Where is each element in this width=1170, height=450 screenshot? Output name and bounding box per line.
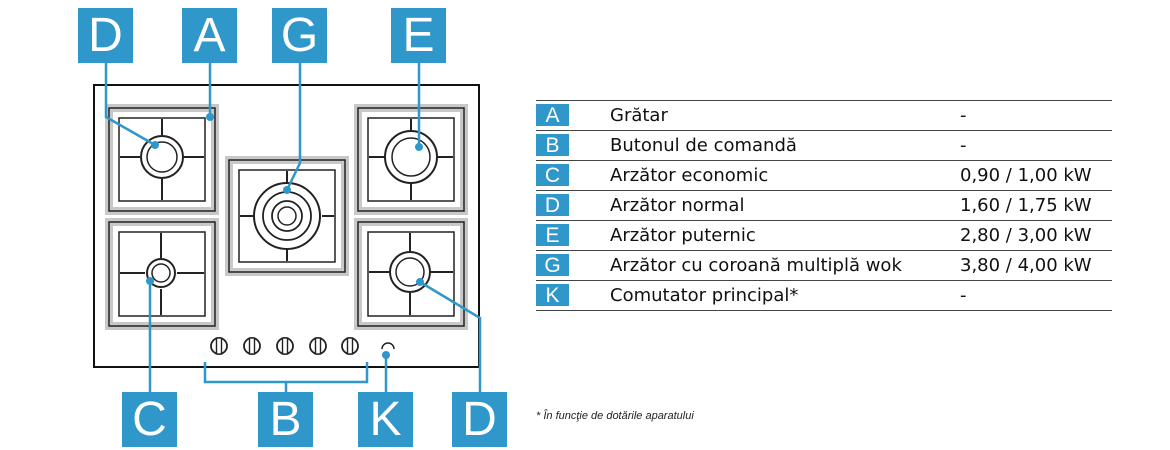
control-knobs <box>210 337 359 355</box>
legend-description: Butonul de comandă <box>610 135 797 156</box>
leader-dots <box>146 113 424 359</box>
legend-row: K Comutator principal* - <box>536 280 1112 311</box>
legend-row: D Arzător normal 1,60 / 1,75 kW <box>536 190 1112 221</box>
legend-description: Comutator principal* <box>610 285 799 306</box>
knob-icon <box>309 337 327 355</box>
legend-description: Arzător cu coroană multiplă wok <box>610 255 902 276</box>
grate-top-left <box>105 104 219 215</box>
label-bottom-b: B <box>258 392 313 447</box>
legend-code: D <box>536 194 569 217</box>
grate-bottom-right <box>354 218 468 330</box>
label-top-g: G <box>272 8 327 63</box>
legend-row: C Arzător economic 0,90 / 1,00 kW <box>536 160 1112 191</box>
legend-description: Arzător puternic <box>610 225 756 246</box>
legend-value: 1,60 / 1,75 kW <box>960 195 1092 216</box>
label-bottom-c: C <box>122 392 177 447</box>
knob-icon <box>243 337 261 355</box>
legend-value: - <box>960 105 967 126</box>
main-switch-icon <box>381 342 395 350</box>
legend-value: - <box>960 285 967 306</box>
legend-row: B Butonul de comandă - <box>536 130 1112 161</box>
label-bottom-k: K <box>358 392 413 447</box>
legend-value: - <box>960 135 967 156</box>
legend-code: E <box>536 224 569 247</box>
legend-code: A <box>536 104 569 127</box>
knob-icon <box>276 337 294 355</box>
legend-description: Arzător economic <box>610 165 769 186</box>
legend-code: C <box>536 164 569 187</box>
knob-icon <box>210 337 228 355</box>
legend-code: K <box>536 284 569 307</box>
grate-bottom-left <box>105 218 219 330</box>
legend-code: B <box>536 134 569 157</box>
label-top-a: A <box>182 8 237 63</box>
legend-description: Grătar <box>610 105 668 126</box>
legend-value: 2,80 / 3,00 kW <box>960 225 1092 246</box>
label-bottom-d: D <box>452 392 507 447</box>
leader-lines <box>104 56 482 400</box>
legend-code: G <box>536 254 569 277</box>
label-top-e: E <box>391 8 446 63</box>
legend-value: 3,80 / 4,00 kW <box>960 255 1092 276</box>
label-top-d: D <box>78 8 133 63</box>
legend-table: A Grătar - B Butonul de comandă - C Arză… <box>536 100 1112 311</box>
legend-row: G Arzător cu coroană multiplă wok 3,80 /… <box>536 250 1112 281</box>
legend-description: Arzător normal <box>610 195 745 216</box>
footnote: * În funcţie de dotările aparatului <box>536 410 694 422</box>
legend-row: A Grătar - <box>536 100 1112 131</box>
grate-center <box>225 156 349 276</box>
cooktop-diagram <box>93 56 482 400</box>
knob-icon <box>341 337 359 355</box>
legend-row: E Arzător puternic 2,80 / 3,00 kW <box>536 220 1112 251</box>
legend-value: 0,90 / 1,00 kW <box>960 165 1092 186</box>
